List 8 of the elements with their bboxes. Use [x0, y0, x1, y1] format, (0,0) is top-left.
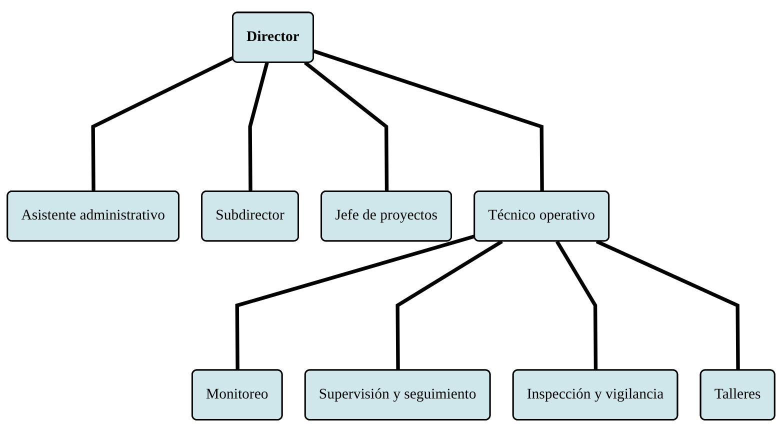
connector [304, 62, 389, 192]
connector [91, 56, 234, 192]
connector [396, 240, 503, 371]
connector [235, 234, 476, 371]
connector [596, 240, 740, 371]
connector [313, 50, 544, 192]
connector [555, 240, 598, 371]
connector [248, 62, 269, 192]
